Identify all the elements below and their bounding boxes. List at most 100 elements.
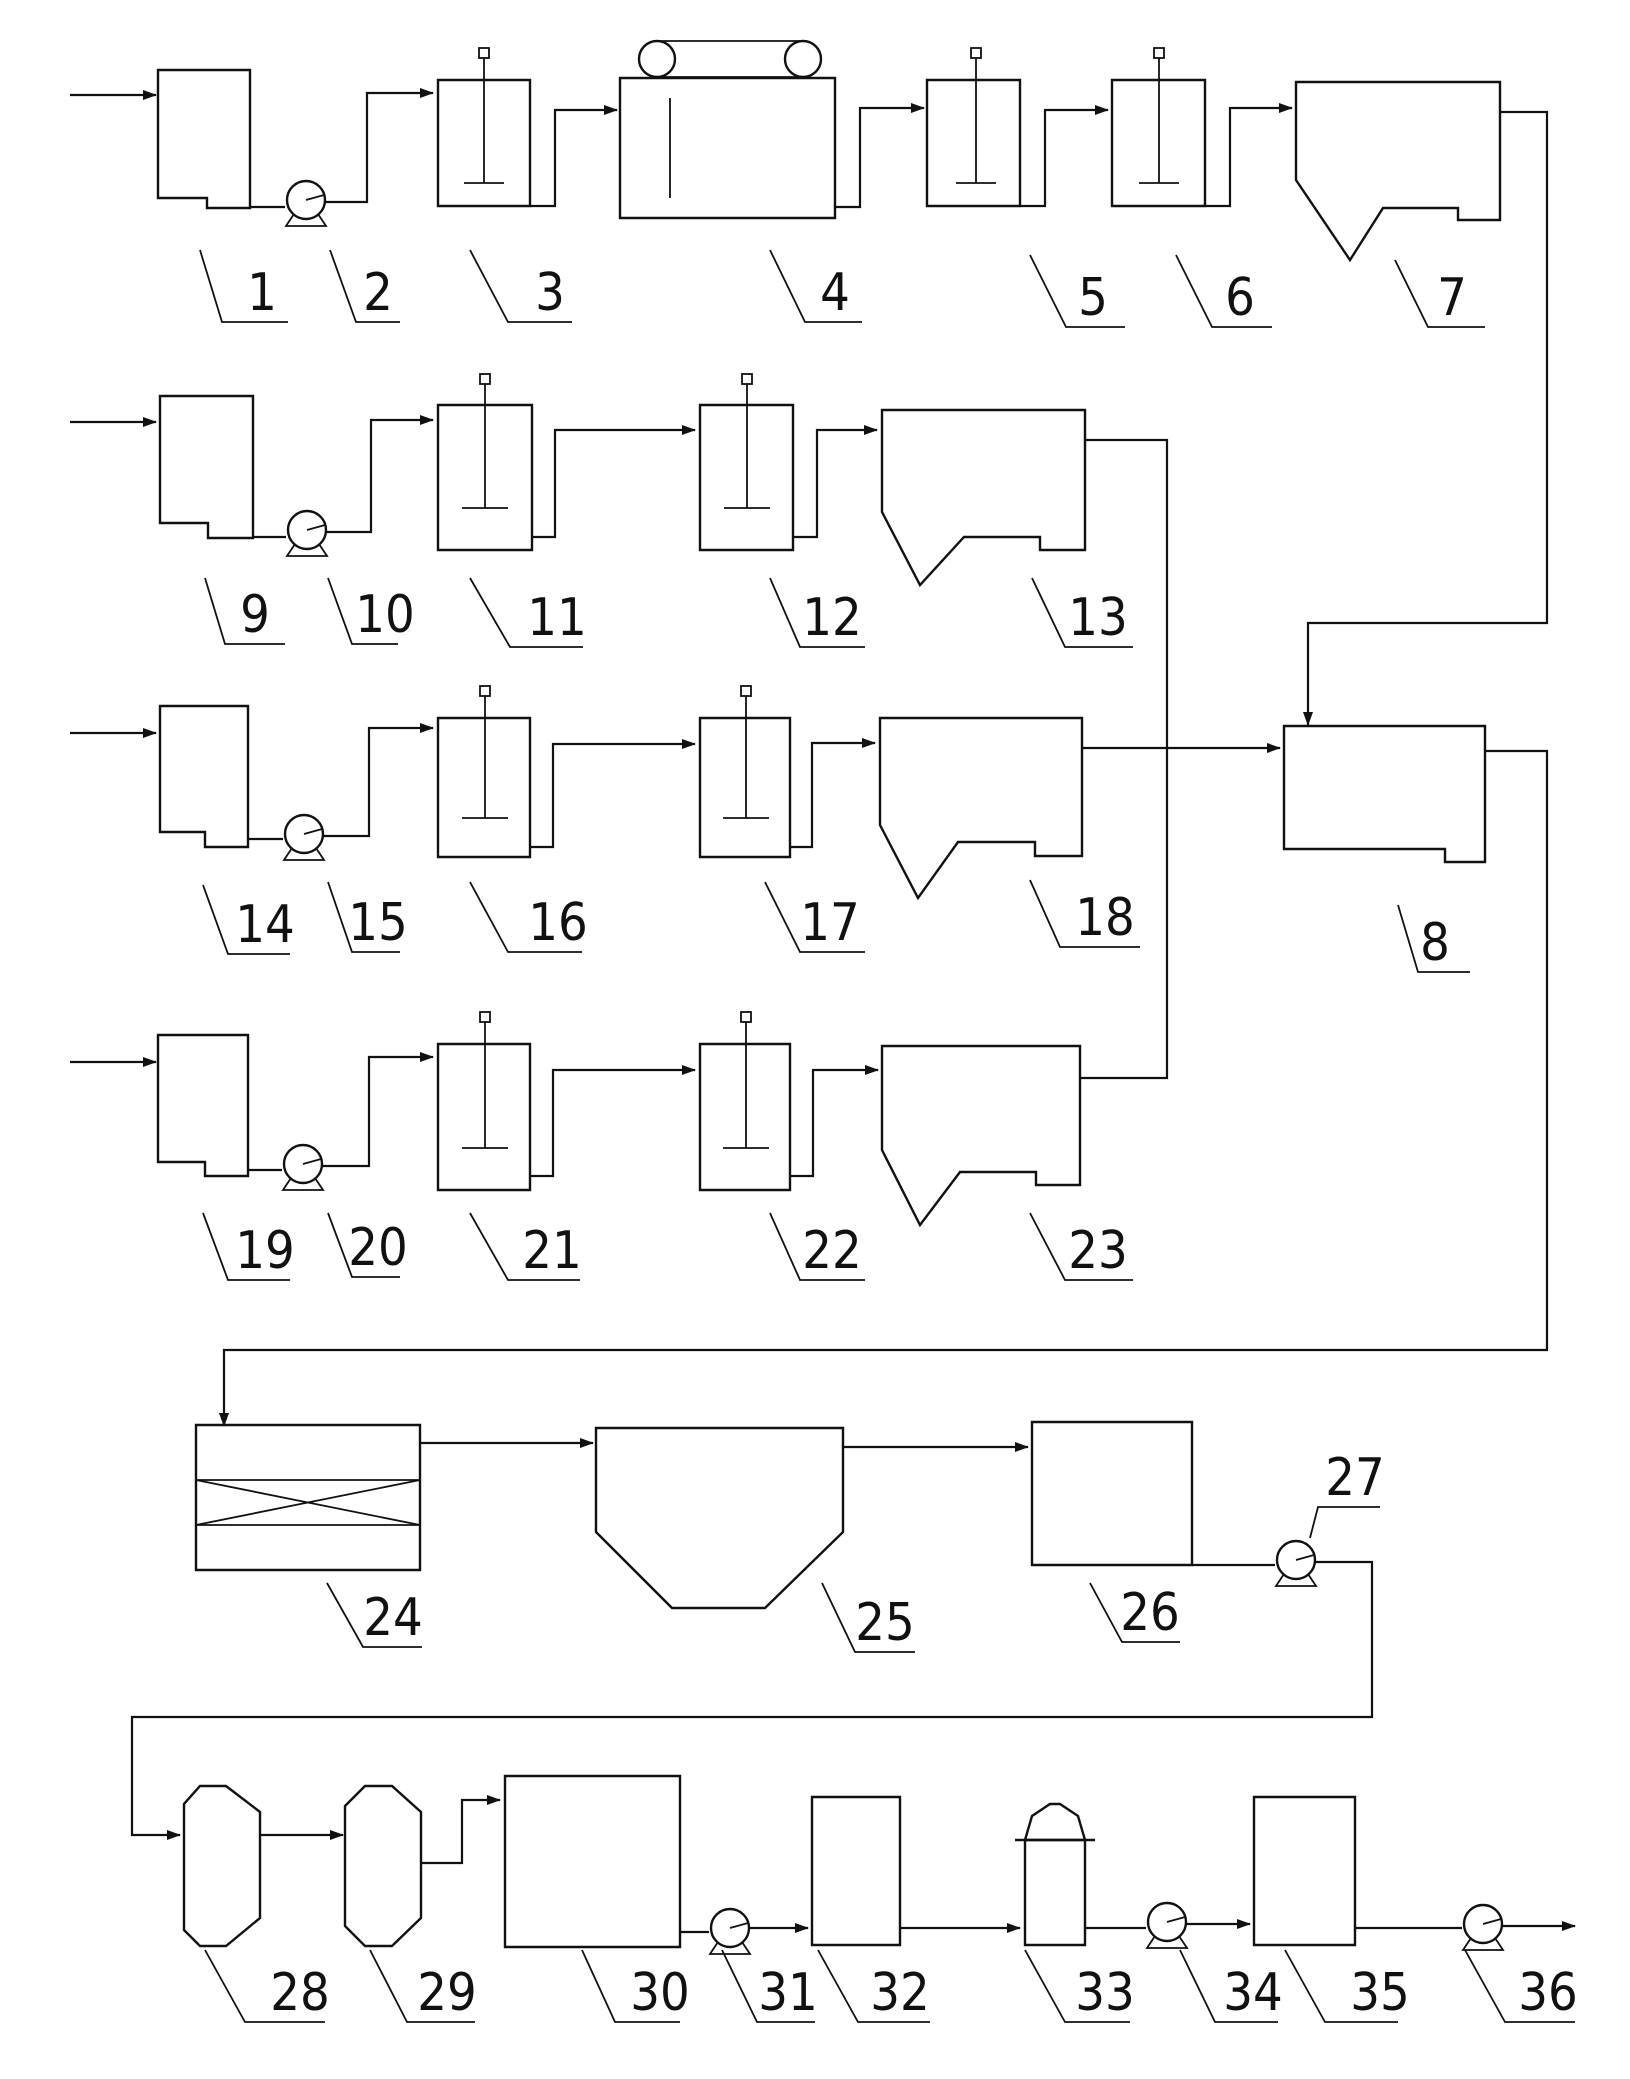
unit-label-32: 32 (870, 1963, 930, 2023)
unit-24-reactor (194, 1423, 422, 1572)
callout-leader-30 (581, 1949, 680, 2023)
pipe-11-12 (532, 425, 696, 539)
unit-8-collection-tank (1282, 724, 1487, 864)
unit-label-17: 17 (800, 893, 860, 953)
callout-leader-34 (1179, 1949, 1278, 2023)
unit-label-15: 15 (348, 893, 408, 953)
callout-leader-6 (1175, 254, 1272, 328)
unit-label-1: 1 (247, 263, 277, 323)
unit-label-25: 25 (855, 1593, 915, 1653)
pipe-10-11 (326, 415, 434, 534)
unit-10-pump (285, 509, 329, 557)
callout-leader-14 (202, 884, 290, 955)
unit-label-6: 6 (1225, 268, 1255, 328)
unit-5-mixing-tank (925, 47, 1022, 208)
unit-21-mixing-tank (436, 1011, 532, 1192)
unit-label-14: 14 (235, 895, 295, 955)
pipe-12-13 (793, 425, 878, 539)
unit-33-membrane-unit (1015, 1802, 1095, 1947)
callout-leader-22 (769, 1212, 865, 1281)
pipe-27-28 (130, 1560, 1374, 1840)
pipe-13-merge (1080, 438, 1169, 1080)
unit-label-20: 20 (348, 1218, 408, 1278)
unit-36-pump (1461, 1903, 1505, 1951)
callout-leader-1 (199, 249, 288, 323)
callout-leader-9 (204, 577, 285, 645)
pipe-3-4 (530, 105, 618, 208)
callout-leader-31 (721, 1949, 815, 2023)
pipe-20-21 (322, 1052, 434, 1168)
unit-30-tank (503, 1774, 682, 1949)
callout-leader-27 (1309, 1506, 1380, 1539)
unit-label-30: 30 (630, 1963, 690, 2023)
callout-leader-36 (1464, 1949, 1575, 2023)
callout-leader-7 (1394, 259, 1485, 328)
unit-label-33: 33 (1075, 1963, 1135, 2023)
pipe-6-7 (1205, 103, 1293, 208)
unit-label-12: 12 (802, 588, 862, 648)
unit-22-mixing-tank (698, 1011, 792, 1192)
unit-label-16: 16 (528, 893, 588, 953)
unit-12-mixing-tank (698, 373, 795, 552)
callout-leader-16 (469, 881, 582, 953)
callout-leader-19 (202, 1212, 290, 1281)
callout-leader-5 (1029, 254, 1125, 328)
unit-3-mixing-tank (436, 47, 532, 208)
unit-13-settling-tank (880, 408, 1087, 588)
callout-leader-35 (1284, 1949, 1398, 2023)
callout-leader-32 (817, 1949, 930, 2023)
unit-31-pump (708, 1907, 752, 1955)
callout-leader-29 (369, 1949, 475, 2023)
unit-label-2: 2 (363, 263, 393, 323)
callout-leader-33 (1024, 1949, 1130, 2023)
unit-label-21: 21 (522, 1221, 582, 1281)
unit-label-8: 8 (1420, 913, 1450, 973)
callout-leader-28 (204, 1949, 325, 2023)
unit-label-36: 36 (1518, 1963, 1578, 2023)
callout-leader-15 (327, 881, 400, 953)
unit-2-pump (284, 179, 328, 227)
callout-leader-12 (769, 577, 865, 648)
callout-leader-23 (1029, 1212, 1133, 1281)
unit-17-mixing-tank (698, 685, 792, 859)
unit-label-22: 22 (802, 1221, 862, 1281)
unit-label-26: 26 (1120, 1583, 1180, 1643)
unit-label-28: 28 (270, 1963, 330, 2023)
unit-label-27: 27 (1325, 1448, 1385, 1508)
pipe-22-23 (790, 1065, 879, 1178)
unit-23-settling-tank (880, 1044, 1082, 1228)
callout-leader-10 (327, 577, 398, 645)
callout-leader-8 (1397, 904, 1470, 973)
unit-label-11: 11 (527, 588, 587, 648)
unit-28-filter-column (182, 1784, 262, 1948)
pipe-4-5 (835, 103, 925, 209)
unit-label-5: 5 (1078, 268, 1108, 328)
unit-label-19: 19 (235, 1221, 295, 1281)
unit-7-settling-tank (1294, 80, 1502, 263)
callout-leader-25 (821, 1582, 915, 1653)
unit-26-tank (1030, 1420, 1194, 1567)
unit-27-pump (1274, 1539, 1318, 1587)
callout-leader-26 (1089, 1582, 1180, 1643)
unit-label-3: 3 (535, 263, 565, 323)
pipe-15-16 (323, 723, 434, 838)
unit-label-35: 35 (1350, 1963, 1410, 2023)
callout-leader-20 (327, 1212, 400, 1278)
pipe-7-8 (1303, 110, 1549, 726)
unit-label-10: 10 (355, 585, 415, 645)
unit-16-mixing-tank (436, 685, 532, 859)
callout-leader-13 (1031, 577, 1133, 648)
callout-leader-24 (326, 1582, 422, 1648)
unit-6-mixing-tank (1110, 47, 1207, 208)
pipe-16-17 (530, 739, 696, 849)
unit-label-9: 9 (240, 585, 270, 645)
unit-11-mixing-tank (436, 373, 534, 552)
unit-label-34: 34 (1223, 1963, 1283, 2023)
unit-15-pump (282, 813, 326, 861)
pipe-29-30 (421, 1795, 501, 1865)
unit-label-31: 31 (758, 1963, 818, 2023)
unit-label-13: 13 (1068, 588, 1128, 648)
pipe-17-18 (790, 738, 876, 849)
pipe-2-3 (325, 88, 434, 204)
unit-32-tank (810, 1795, 902, 1947)
